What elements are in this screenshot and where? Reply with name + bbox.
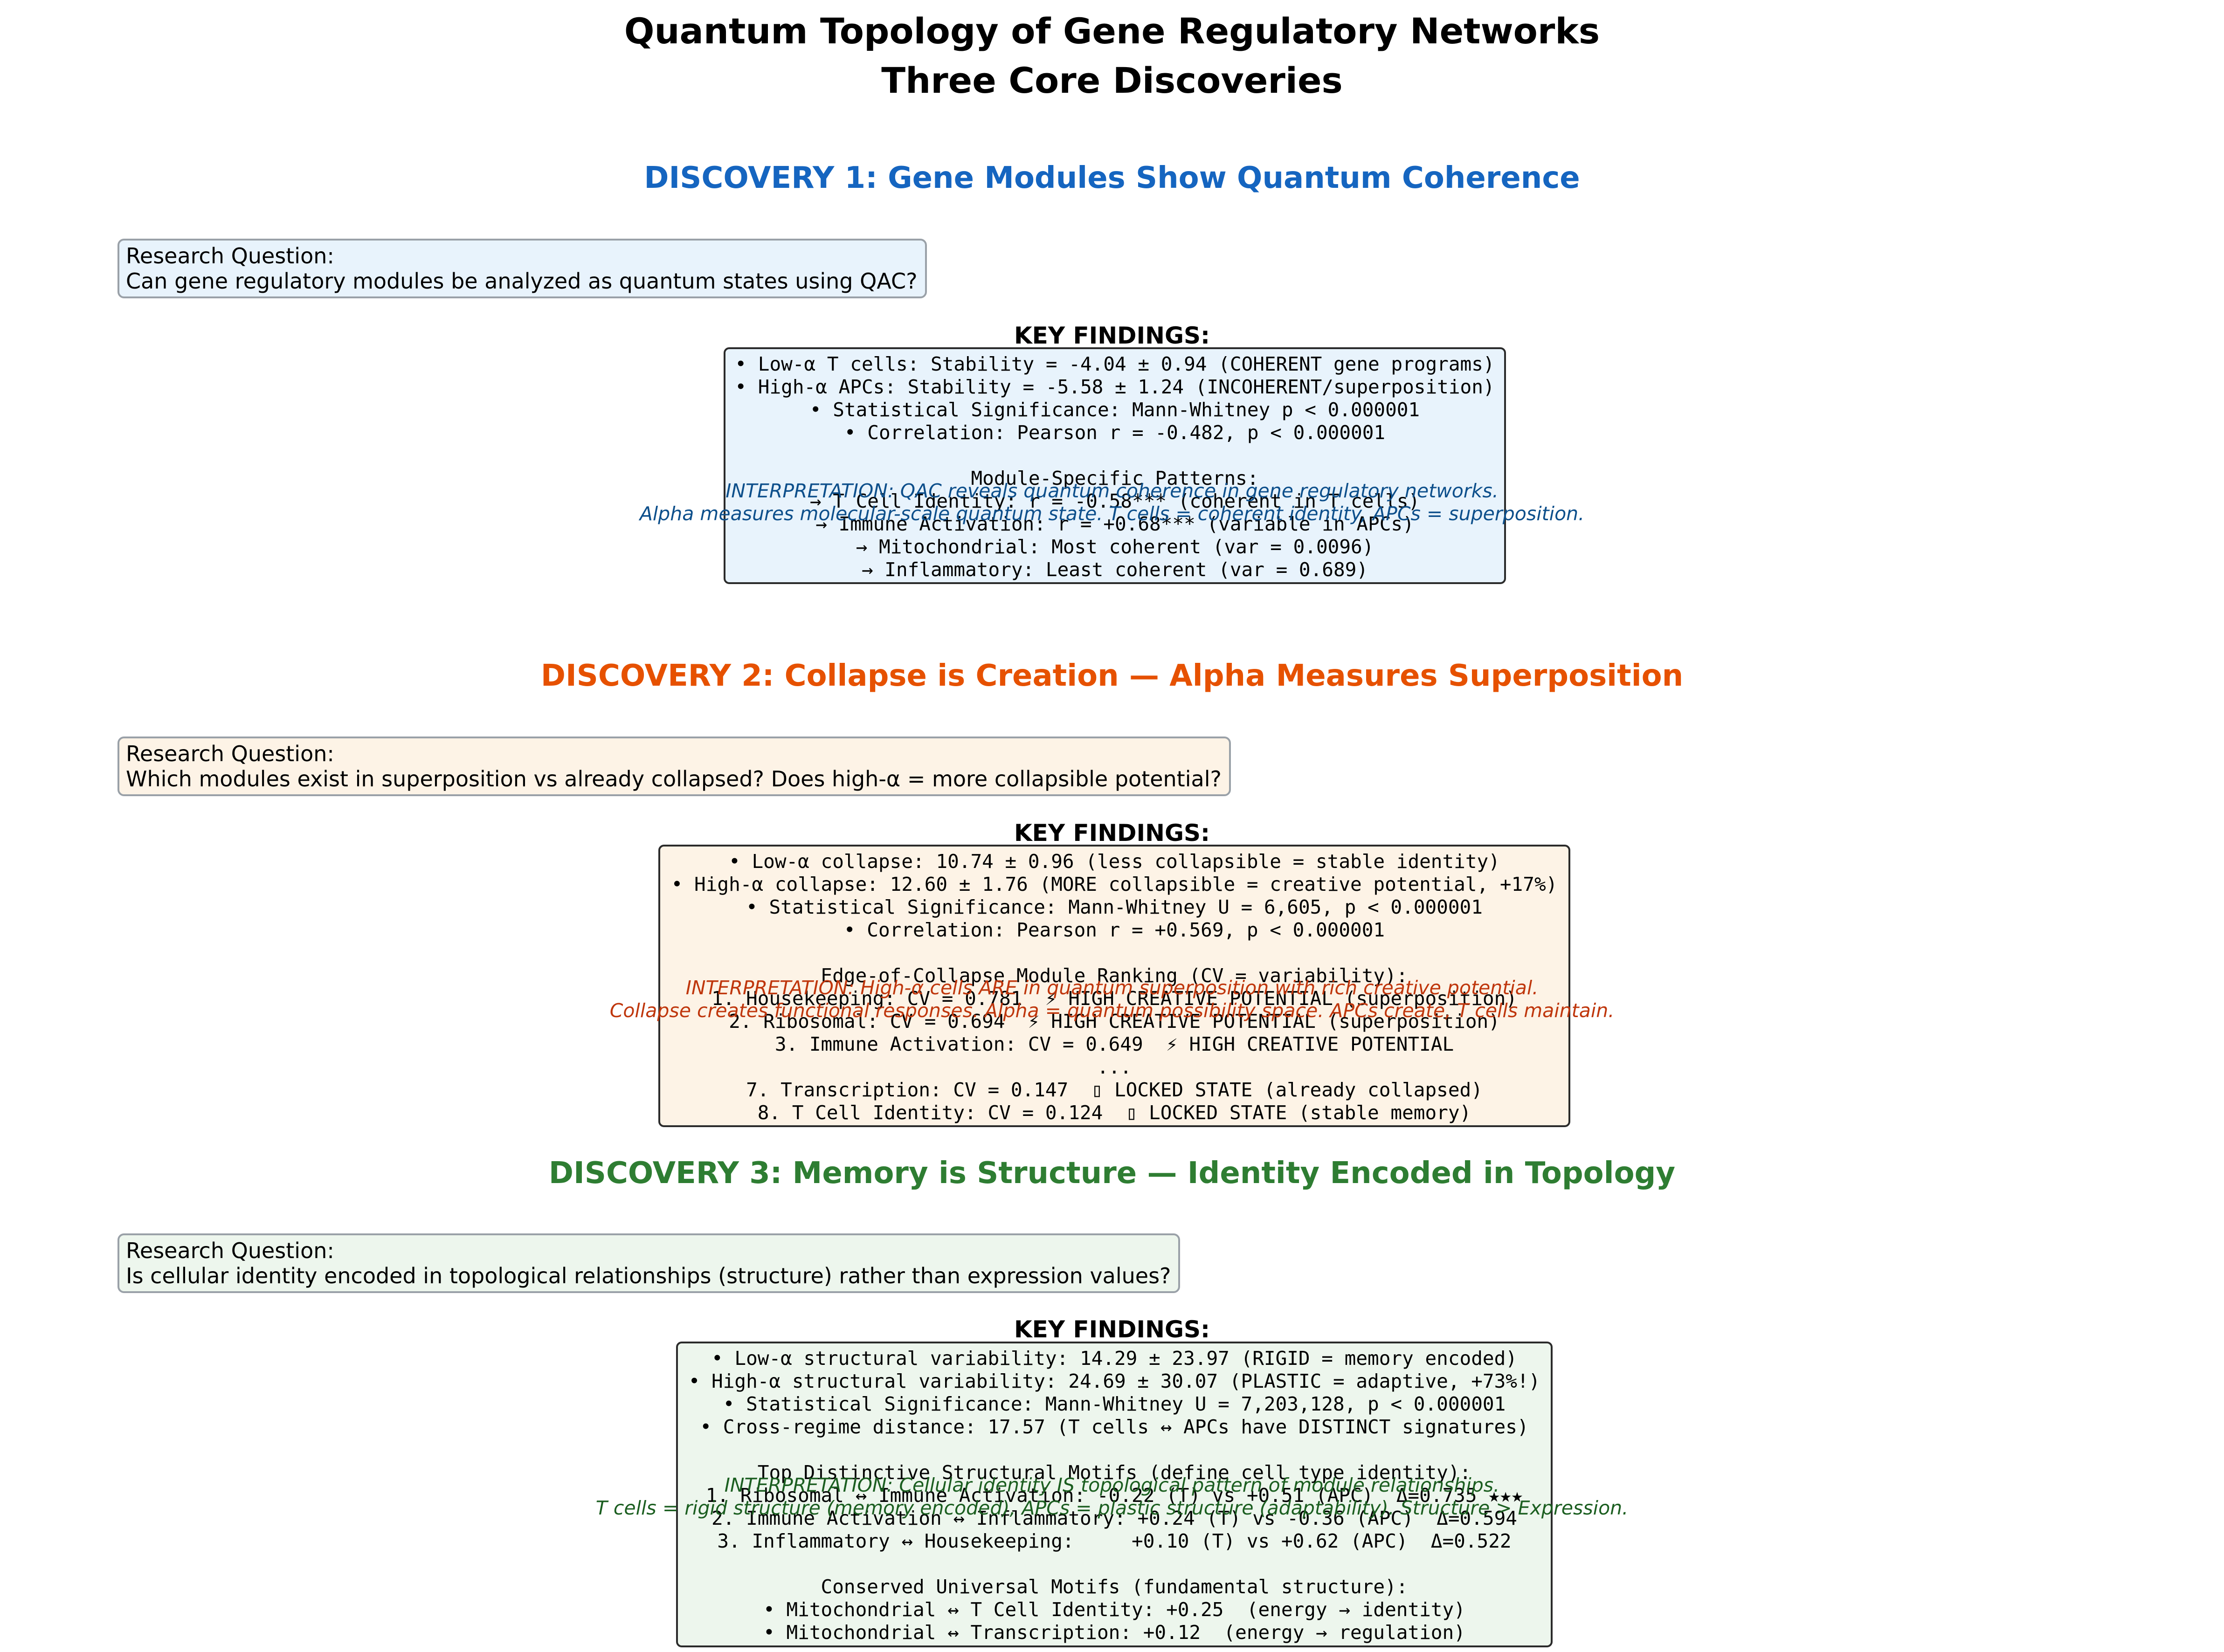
discovery-3-interpretation-line1: INTERPRETATION: Cellular identity IS top…	[724, 1474, 1500, 1496]
discovery-1-interpretation-line2: Alpha measures molecular-scale quantum s…	[639, 502, 1585, 525]
research-question-text: Is cellular identity encoded in topologi…	[126, 1263, 1171, 1288]
research-question-label: Research Question:	[126, 1238, 334, 1263]
discovery-2-title: DISCOVERY 2: Collapse is Creation — Alph…	[540, 659, 1684, 693]
finding-line: 8. T Cell Identity: CV = 0.124 ▯ LOCKED …	[757, 1101, 1471, 1124]
research-question-label: Research Question:	[126, 243, 334, 268]
finding-line: → Mitochondrial: Most coherent (var = 0.…	[856, 536, 1374, 558]
discovery-1-interpretation-line1: INTERPRETATION: QAC reveals quantum cohe…	[725, 480, 1499, 502]
finding-line: Module-Specific Patterns:	[971, 467, 1259, 489]
discovery-3-title: DISCOVERY 3: Memory is Structure — Ident…	[548, 1156, 1676, 1191]
discovery-1-title: DISCOVERY 1: Gene Modules Show Quantum C…	[644, 161, 1580, 195]
finding-line: → Immune Activation: r = +0.68*** (varia…	[815, 513, 1414, 535]
finding-line: • Statistical Significance: Mann-Whitney…	[723, 1393, 1506, 1415]
discovery-2-research-question: Research Question: Which modules exist i…	[117, 737, 1231, 796]
finding-line: • Mitochondrial ↔ Transcription: +0.12 (…	[763, 1621, 1465, 1644]
finding-line: 7. Transcription: CV = 0.147 ▯ LOCKED ST…	[746, 1079, 1483, 1101]
finding-line	[665, 942, 1564, 964]
finding-line: 1. Ribosomal ↔ Immune Activation: -0.22 …	[705, 1484, 1523, 1507]
finding-line: • Statistical Significance: Mann-Whitney…	[809, 399, 1420, 421]
finding-line: 1. Housekeeping: CV = 0.781 ⚡ HIGH CREAT…	[711, 987, 1517, 1010]
discovery-3-interpretation-line2: T cells = rigid structure (memory encode…	[595, 1497, 1629, 1519]
finding-line: ...	[1097, 1056, 1132, 1078]
finding-line: → T Cell Identity: r = -0.58*** (coheren…	[809, 490, 1420, 512]
finding-line: • High-α collapse: 12.60 ± 1.76 (MORE co…	[671, 873, 1558, 895]
finding-line: • Mitochondrial ↔ T Cell Identity: +0.25…	[763, 1598, 1465, 1621]
finding-line: Edge-of-Collapse Module Ranking (CV = va…	[821, 964, 1408, 987]
finding-line: 3. Immune Activation: CV = 0.649 ⚡ HIGH …	[774, 1033, 1454, 1055]
finding-line: 2. Ribosomal: CV = 0.694 ⚡ HIGH CREATIVE…	[729, 1010, 1500, 1032]
research-question-label: Research Question:	[126, 741, 334, 766]
finding-line: • Low-α structural variability: 14.29 ± …	[711, 1347, 1517, 1370]
finding-line: • Correlation: Pearson r = +0.569, p < 0…	[843, 919, 1385, 941]
discovery-1-key-findings-label: KEY FINDINGS:	[1014, 322, 1210, 349]
discovery-2-interpretation-line1: INTERPRETATION: High-α cells ARE in quan…	[685, 977, 1539, 999]
figure-title-line1: Quantum Topology of Gene Regulatory Netw…	[624, 10, 1600, 52]
discovery-2-interpretation-line2: Collapse creates functional responses. A…	[609, 999, 1615, 1022]
finding-line	[683, 1439, 1546, 1461]
finding-line: 2. Immune Activation ↔ Inflammatory: +0.…	[711, 1507, 1517, 1529]
finding-line: Conserved Universal Motifs (fundamental …	[821, 1576, 1408, 1598]
finding-line: 3. Inflammatory ↔ Housekeeping: +0.10 (T…	[717, 1530, 1512, 1552]
discovery-3-key-findings-label: KEY FINDINGS:	[1014, 1316, 1210, 1343]
finding-line: • High-α APCs: Stability = -5.58 ± 1.24 …	[735, 376, 1495, 398]
finding-line: • Correlation: Pearson r = -0.482, p < 0…	[844, 421, 1386, 444]
discovery-1-research-question: Research Question: Can gene regulatory m…	[117, 239, 927, 298]
discovery-3-research-question: Research Question: Is cellular identity …	[117, 1233, 1181, 1293]
finding-line	[683, 1553, 1546, 1576]
finding-line: Top Distinctive Structural Motifs (defin…	[757, 1461, 1471, 1484]
finding-line: • Low-α T cells: Stability = -4.04 ± 0.9…	[735, 353, 1495, 375]
discovery-1-key-findings-box: • Low-α T cells: Stability = -4.04 ± 0.9…	[724, 347, 1506, 584]
figure-title: Quantum Topology of Gene Regulatory Netw…	[0, 7, 2224, 105]
research-question-text: Which modules exist in superposition vs …	[126, 766, 1222, 792]
discovery-2-key-findings-label: KEY FINDINGS:	[1014, 819, 1210, 847]
research-question-text: Can gene regulatory modules be analyzed …	[126, 268, 918, 294]
finding-line: • Statistical Significance: Mann-Whitney…	[746, 896, 1483, 918]
finding-line: • Cross-regime distance: 17.57 (T cells …	[700, 1416, 1529, 1438]
discovery-3-key-findings-box: • Low-α structural variability: 14.29 ± …	[676, 1342, 1553, 1647]
figure-title-line2: Three Core Discoveries	[881, 60, 1343, 101]
finding-line	[730, 444, 1499, 467]
finding-line: • Low-α collapse: 10.74 ± 0.96 (less col…	[729, 850, 1500, 873]
discovery-2-key-findings-box: • Low-α collapse: 10.74 ± 0.96 (less col…	[658, 845, 1570, 1127]
finding-line: • High-α structural variability: 24.69 ±…	[688, 1370, 1540, 1392]
finding-line: → Inflammatory: Least coherent (var = 0.…	[861, 558, 1368, 581]
